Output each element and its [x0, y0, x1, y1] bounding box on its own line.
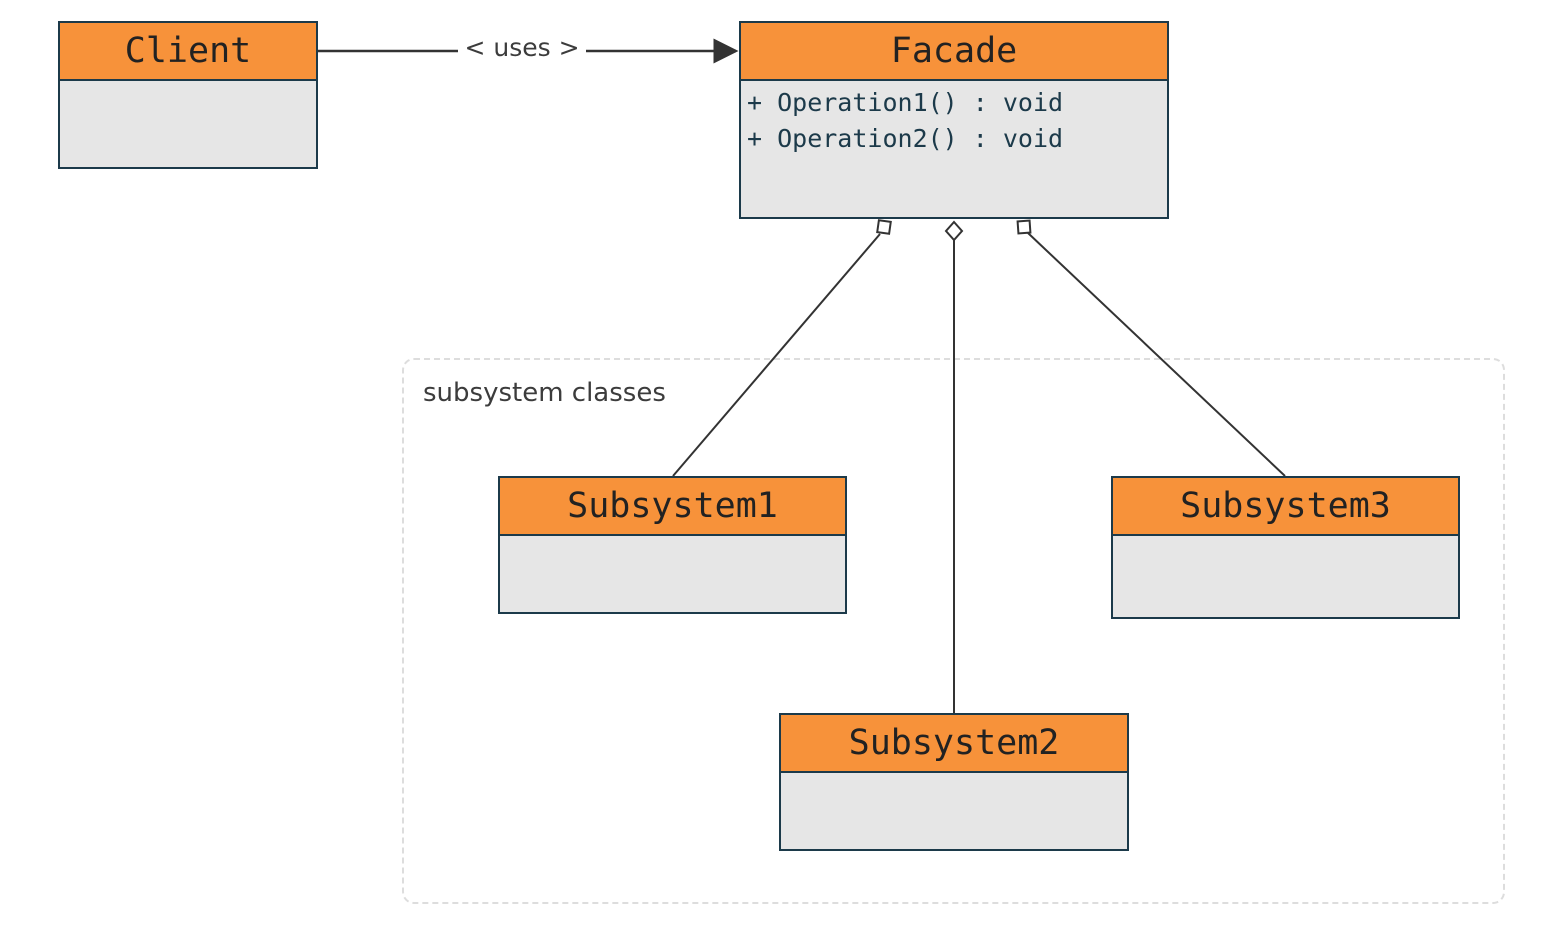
- facade-subsystem3-link: [1027, 232, 1286, 477]
- class-subsystem2[interactable]: Subsystem2: [779, 713, 1129, 851]
- class-subsystem1-body: [500, 536, 845, 544]
- subsystem-group-label: subsystem classes: [423, 378, 666, 408]
- facade-operation-2: + Operation2() : void: [747, 124, 1064, 153]
- class-facade[interactable]: Facade + Operation1() : void + Operation…: [739, 21, 1169, 219]
- class-subsystem3[interactable]: Subsystem3: [1111, 476, 1460, 619]
- class-client-body: [60, 81, 316, 89]
- class-client-name: Client: [60, 23, 316, 81]
- class-facade-body: + Operation1() : void + Operation2() : v…: [741, 81, 1167, 161]
- class-subsystem2-body: [781, 773, 1127, 781]
- facade-subsystem1-link: [672, 233, 881, 477]
- class-client[interactable]: Client: [58, 21, 318, 169]
- class-subsystem1-name: Subsystem1: [500, 478, 845, 536]
- class-subsystem3-body: [1113, 536, 1458, 544]
- aggregation-diamond-icon: [1016, 219, 1032, 235]
- class-facade-name: Facade: [741, 23, 1167, 81]
- class-subsystem3-name: Subsystem3: [1113, 478, 1458, 536]
- uses-association-label: < uses >: [458, 33, 586, 62]
- facade-operation-1: + Operation1() : void: [747, 88, 1064, 117]
- class-subsystem1[interactable]: Subsystem1: [498, 476, 847, 614]
- aggregation-diamond-icon: [876, 219, 892, 235]
- aggregation-diamond-icon: [944, 220, 964, 242]
- class-subsystem2-name: Subsystem2: [781, 715, 1127, 773]
